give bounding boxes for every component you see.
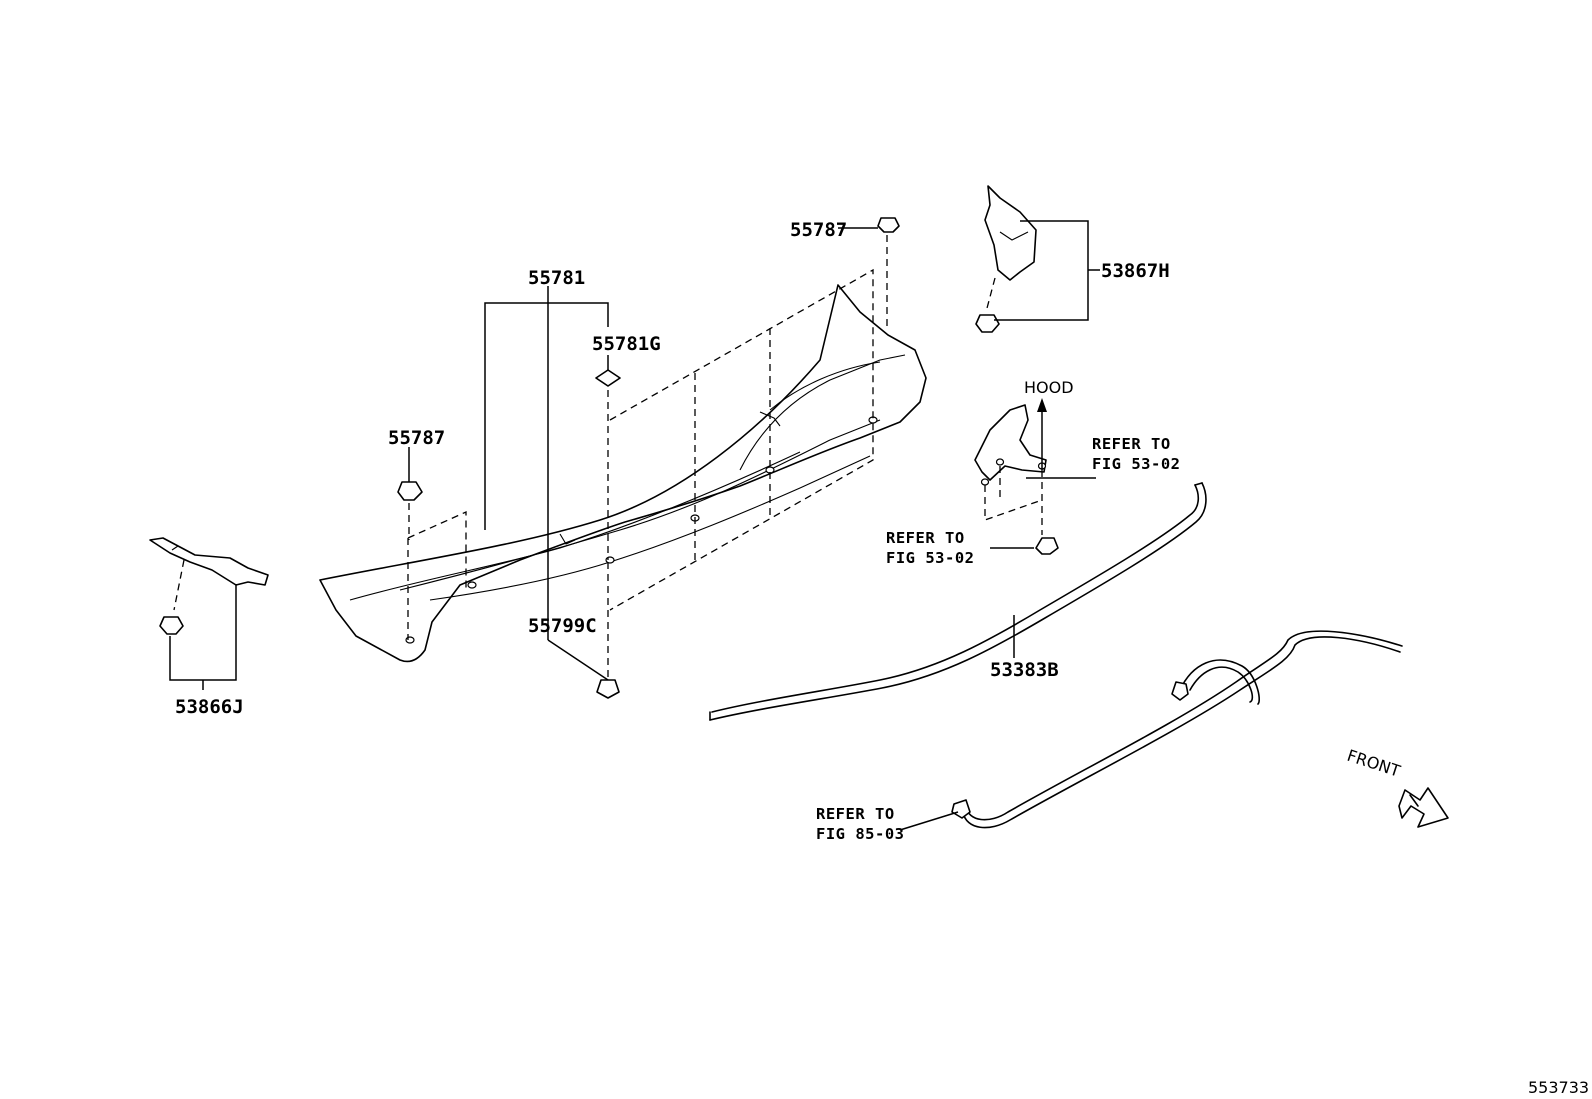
seal-53866j xyxy=(149,537,269,690)
refer-hose-line2: FIG 85-03 xyxy=(816,825,905,843)
label-53383b: 53383B xyxy=(990,659,1059,681)
washer-hose xyxy=(899,630,1403,831)
clip-55799c xyxy=(547,562,620,699)
label-front: FRONT xyxy=(1345,746,1403,781)
clip-55787-top xyxy=(838,217,900,330)
clip-55781g xyxy=(595,355,621,560)
label-55781g: 55781G xyxy=(592,333,661,355)
bracket-55781 xyxy=(484,286,609,640)
refer-clip-line1: REFER TO xyxy=(886,529,965,547)
label-53866j: 53866J xyxy=(175,696,244,718)
refer-clip-line2: FIG 53-02 xyxy=(886,549,975,567)
seal-53867h xyxy=(975,185,1100,333)
label-55787-top: 55787 xyxy=(790,219,847,241)
weatherstrip-53383b xyxy=(709,482,1207,721)
label-55781: 55781 xyxy=(528,267,585,289)
clip-55787-left xyxy=(397,447,423,540)
label-53867h: 53867H xyxy=(1101,260,1170,282)
refer-hood-line1: REFER TO xyxy=(1092,435,1171,453)
louver-dashed-frame xyxy=(407,268,874,640)
front-arrow-icon xyxy=(1398,787,1449,828)
refer-hood-line2: FIG 53-02 xyxy=(1092,455,1181,473)
label-hood: HOOD xyxy=(1024,378,1074,397)
label-55799c: 55799C xyxy=(528,615,597,637)
label-55787-left: 55787 xyxy=(388,427,445,449)
figure-number: 553733 xyxy=(1528,1078,1589,1097)
hood-bracket xyxy=(974,398,1096,555)
refer-hose-line1: REFER TO xyxy=(816,805,895,823)
